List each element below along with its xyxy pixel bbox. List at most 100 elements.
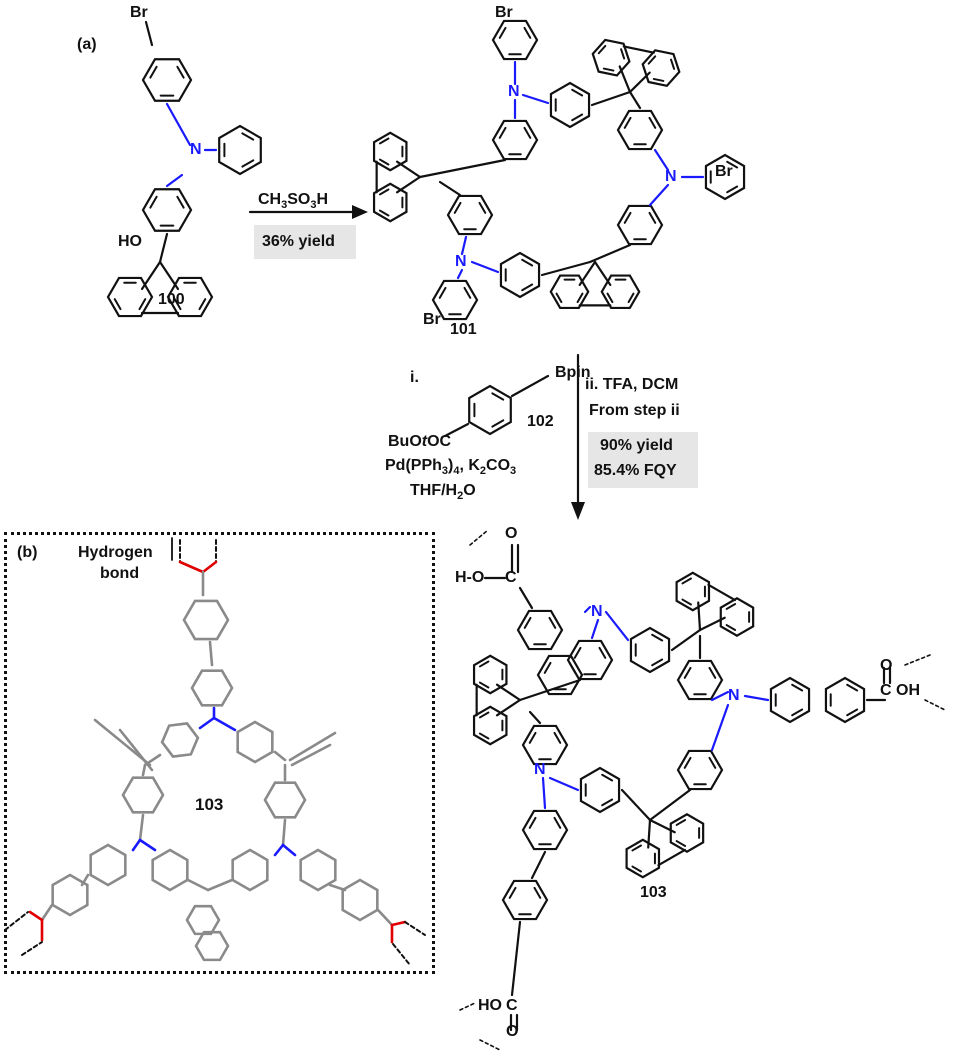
bond	[395, 160, 422, 179]
double-bond	[725, 603, 737, 610]
benzene-ring	[521, 724, 569, 766]
solvent-label: THF/H2O	[410, 482, 476, 503]
bond	[328, 883, 347, 892]
bond	[710, 703, 730, 752]
fluorene-ring	[549, 274, 590, 310]
hydrogen-bond	[392, 943, 411, 966]
benzene-ring	[579, 766, 621, 814]
acid-top-h-o: H-O	[455, 569, 485, 586]
step1-yield: 36% yield	[262, 233, 335, 250]
bond	[548, 776, 580, 792]
bond	[710, 690, 730, 702]
double-bond	[791, 683, 804, 692]
double-bond	[533, 886, 542, 899]
hydrogen-bond	[459, 1002, 476, 1011]
double-bond	[555, 292, 563, 304]
double-bond	[378, 188, 390, 196]
nitrogen-label: N	[190, 141, 202, 158]
double-bond	[113, 298, 122, 311]
bond	[697, 601, 702, 632]
benzene-ring	[491, 119, 539, 161]
bond	[138, 813, 145, 842]
double-bond	[523, 126, 532, 139]
double-bond	[528, 731, 537, 744]
bond	[510, 920, 522, 997]
nitrogen-label: N	[728, 687, 740, 704]
fluorene-ring	[600, 274, 641, 310]
bond	[290, 743, 332, 767]
benzene-ring	[446, 194, 494, 236]
bond	[281, 843, 297, 857]
step1-reagent: CH3SO3H	[258, 191, 329, 212]
nitrogen-label: N	[534, 761, 546, 778]
bond	[165, 173, 184, 188]
double-bond	[463, 286, 472, 299]
bond	[653, 148, 670, 172]
double-bond	[241, 159, 255, 168]
bond	[648, 183, 670, 207]
step2-i-label: i.	[410, 369, 419, 386]
bond	[186, 878, 210, 892]
bond	[28, 910, 44, 922]
double-bond	[478, 660, 490, 668]
bond	[165, 102, 192, 147]
bond	[588, 243, 632, 264]
carbon-label: C	[880, 682, 892, 699]
bond	[198, 716, 216, 730]
bond	[158, 260, 180, 291]
hydrogen-bond	[904, 654, 931, 666]
panel-b-label: (b)	[17, 544, 38, 561]
fluorene-ring	[625, 838, 661, 879]
double-bond	[553, 816, 562, 829]
bond	[622, 45, 655, 54]
hydrogen-bond	[21, 941, 43, 956]
fluorene-ring	[372, 182, 408, 223]
double-bond	[241, 132, 255, 141]
bond	[530, 850, 547, 880]
crystal-ring	[51, 873, 89, 917]
hydrogen-bond	[479, 1039, 501, 1051]
double-bond	[478, 711, 490, 719]
reagent-102-label: 102	[527, 413, 554, 430]
double-bond	[651, 633, 664, 642]
double-bond	[491, 392, 505, 401]
fluorene-ring	[106, 276, 154, 318]
double-bond	[631, 865, 642, 873]
bond	[518, 678, 582, 702]
bromo-label: Br	[495, 4, 513, 21]
bond	[456, 268, 464, 280]
hbond-label-2: bond	[100, 565, 140, 582]
bond	[670, 628, 702, 652]
benzene-ring	[501, 879, 549, 921]
double-bond	[491, 419, 505, 428]
double-bond	[548, 616, 557, 629]
bond	[618, 65, 632, 94]
crystal-ring	[263, 781, 307, 819]
acid-right-oh: OH	[896, 682, 920, 699]
step2-yield-box	[588, 432, 698, 488]
hydroxyl-label: HO	[118, 233, 142, 250]
double-bond	[553, 731, 562, 744]
double-bond	[651, 658, 664, 667]
double-bond	[149, 195, 158, 209]
bond	[495, 683, 522, 702]
double-bond	[571, 88, 584, 97]
arrow-head	[571, 502, 585, 520]
oxygen-label: O	[505, 525, 518, 542]
benzene-ring	[616, 204, 664, 246]
double-bond	[478, 201, 487, 214]
double-bond	[176, 195, 185, 209]
compound-103-label: 103	[640, 884, 667, 901]
oxygen-label: O	[506, 1023, 519, 1040]
catalyst-label: Pd(PPh3)4, K2CO3	[385, 457, 517, 478]
crystal-103-label: 103	[195, 795, 224, 814]
bond	[118, 728, 154, 772]
crystal-ring	[160, 722, 200, 758]
bond	[418, 158, 507, 179]
double-bond	[683, 666, 692, 679]
bond	[541, 776, 547, 810]
bond	[390, 920, 407, 927]
fluorene-ring	[675, 571, 711, 612]
from-step-label: From step ii	[589, 402, 680, 419]
